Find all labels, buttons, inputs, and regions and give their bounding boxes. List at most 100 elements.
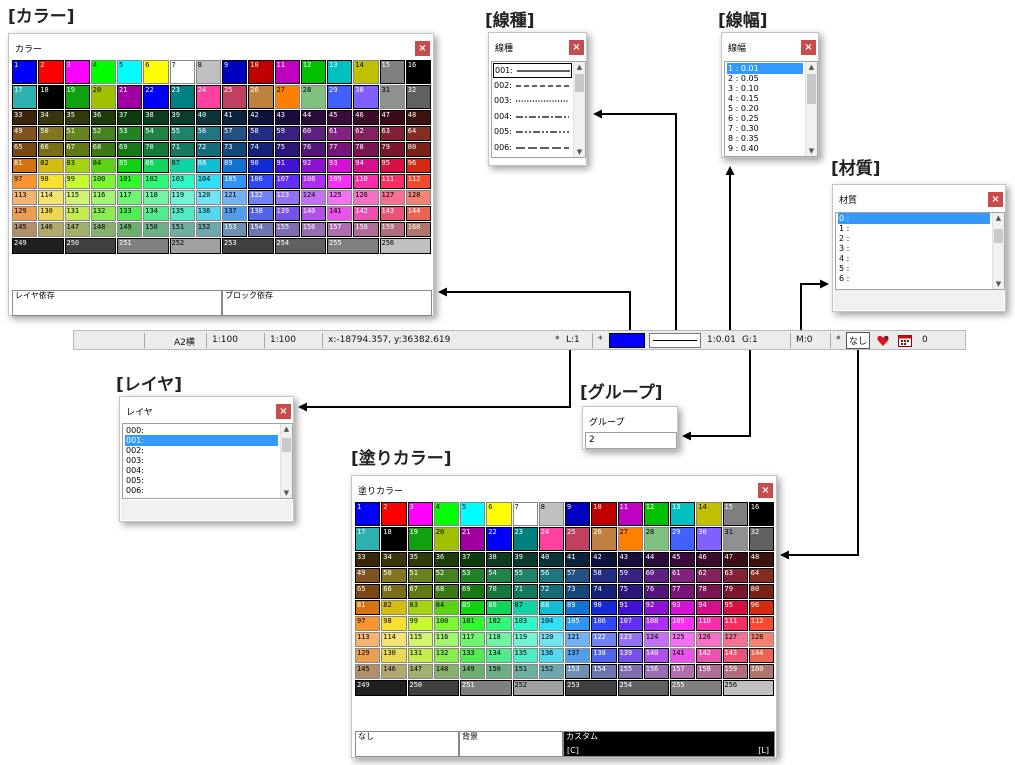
palette-color-swatch[interactable]: 11 xyxy=(274,60,300,84)
layer-list-item[interactable]: 004: xyxy=(126,466,144,475)
palette-color-swatch[interactable]: 58 xyxy=(248,126,274,141)
palette-color-swatch[interactable]: 23 xyxy=(169,85,195,109)
palette-color-swatch[interactable]: 99 xyxy=(64,174,90,189)
fill-color-swatch[interactable]: 103 xyxy=(512,616,538,631)
palette-color-swatch[interactable]: 144 xyxy=(405,206,431,221)
fill-background-option[interactable]: 背景 xyxy=(459,731,563,757)
palette-color-swatch[interactable]: 74 xyxy=(248,142,274,157)
palette-color-swatch[interactable]: 151 xyxy=(169,222,195,237)
palette-color-swatch[interactable]: 8 xyxy=(195,60,221,84)
linewidth-scrollbar[interactable]: ▲ ▼ xyxy=(805,62,817,156)
palette-color-swatch[interactable]: 110 xyxy=(353,174,379,189)
palette-color-swatch[interactable]: 47 xyxy=(379,110,405,125)
fill-color-swatch[interactable]: 73 xyxy=(565,584,591,599)
linewidth-list-item[interactable]: 2 : 0.05 xyxy=(728,74,759,83)
fill-color-swatch[interactable]: 6 xyxy=(486,502,512,526)
palette-color-swatch[interactable]: 126 xyxy=(353,190,379,205)
palette-color-swatch[interactable]: 104 xyxy=(195,174,221,189)
palette-color-swatch[interactable]: 78 xyxy=(353,142,379,157)
palette-color-swatch[interactable]: 44 xyxy=(300,110,326,125)
palette-color-swatch[interactable]: 72 xyxy=(195,142,221,157)
fill-color-swatch[interactable]: 46 xyxy=(696,552,722,567)
palette-color-swatch[interactable]: 136 xyxy=(195,206,221,221)
fill-color-swatch[interactable]: 116 xyxy=(433,632,459,647)
palette-color-swatch[interactable]: 132 xyxy=(90,206,116,221)
fill-color-swatch[interactable]: 90 xyxy=(591,600,617,615)
palette-color-swatch[interactable]: 38 xyxy=(143,110,169,125)
linewidth-list-item[interactable]: 7 : 0.30 xyxy=(728,124,759,133)
palette-gray-swatch[interactable]: 252 xyxy=(169,238,221,254)
fill-color-swatch[interactable]: 54 xyxy=(486,568,512,583)
layer-list[interactable]: ▲ ▼ 000:001:002:003:004:005:006: xyxy=(122,423,293,499)
fill-color-swatch[interactable]: 15 xyxy=(722,502,748,526)
palette-color-swatch[interactable]: 62 xyxy=(353,126,379,141)
fill-color-swatch[interactable]: 75 xyxy=(617,584,643,599)
fill-color-swatch[interactable]: 69 xyxy=(460,584,486,599)
palette-color-swatch[interactable]: 125 xyxy=(327,190,353,205)
linetype-list-item[interactable]: 005: xyxy=(493,125,572,140)
palette-color-swatch[interactable]: 160 xyxy=(405,222,431,237)
palette-color-swatch[interactable]: 65 xyxy=(12,142,38,157)
palette-color-swatch[interactable]: 54 xyxy=(143,126,169,141)
palette-color-swatch[interactable]: 41 xyxy=(222,110,248,125)
fill-color-swatch[interactable]: 135 xyxy=(512,648,538,663)
linewidth-indicator[interactable]: 1:0.01 xyxy=(707,335,736,345)
palette-color-swatch[interactable]: 45 xyxy=(327,110,353,125)
palette-color-swatch[interactable]: 43 xyxy=(274,110,300,125)
fill-color-swatch[interactable]: 65 xyxy=(355,584,381,599)
group-input[interactable]: 2 xyxy=(585,432,677,449)
palette-color-swatch[interactable]: 18 xyxy=(38,85,64,109)
palette-color-swatch[interactable]: 83 xyxy=(64,158,90,173)
material-list-item[interactable]: 0 : xyxy=(838,213,990,224)
palette-color-swatch[interactable]: 147 xyxy=(64,222,90,237)
palette-color-swatch[interactable]: 93 xyxy=(327,158,353,173)
palette-gray-swatch[interactable]: 251 xyxy=(117,238,169,254)
fill-color-swatch[interactable]: 160 xyxy=(748,664,774,679)
fill-gray-swatch[interactable]: 252 xyxy=(512,680,564,696)
palette-color-swatch[interactable]: 4 xyxy=(90,60,116,84)
fill-color-swatch[interactable]: 150 xyxy=(486,664,512,679)
palette-color-swatch[interactable]: 106 xyxy=(248,174,274,189)
fill-color-swatch[interactable]: 118 xyxy=(486,632,512,647)
fill-color-swatch[interactable]: 115 xyxy=(407,632,433,647)
palette-color-swatch[interactable]: 143 xyxy=(379,206,405,221)
palette-color-swatch[interactable]: 152 xyxy=(195,222,221,237)
fill-color-swatch[interactable]: 43 xyxy=(617,552,643,567)
layer-list-item[interactable]: 001: xyxy=(125,435,278,446)
palette-color-swatch[interactable]: 145 xyxy=(12,222,38,237)
fill-color-swatch[interactable]: 18 xyxy=(381,527,407,551)
palette-color-swatch[interactable]: 159 xyxy=(379,222,405,237)
linetype-preview[interactable] xyxy=(649,333,701,348)
palette-color-swatch[interactable]: 97 xyxy=(12,174,38,189)
palette-color-swatch[interactable]: 48 xyxy=(405,110,431,125)
palette-color-swatch[interactable]: 51 xyxy=(64,126,90,141)
palette-color-swatch[interactable]: 128 xyxy=(405,190,431,205)
linewidth-list-item[interactable]: 6 : 0.25 xyxy=(728,114,759,123)
palette-color-swatch[interactable]: 77 xyxy=(327,142,353,157)
fill-color-swatch[interactable]: 124 xyxy=(643,632,669,647)
palette-color-swatch[interactable]: 73 xyxy=(222,142,248,157)
palette-color-swatch[interactable]: 118 xyxy=(143,190,169,205)
fill-color-swatch[interactable]: 25 xyxy=(565,527,591,551)
palette-color-swatch[interactable]: 82 xyxy=(38,158,64,173)
fill-color-swatch[interactable]: 48 xyxy=(748,552,774,567)
fill-color-swatch[interactable]: 30 xyxy=(696,527,722,551)
palette-color-swatch[interactable]: 30 xyxy=(353,85,379,109)
layer-list-item[interactable]: 005: xyxy=(126,476,144,485)
fill-color-swatch[interactable]: 31 xyxy=(722,527,748,551)
fill-color-swatch[interactable]: 11 xyxy=(617,502,643,526)
material-scrollbar[interactable]: ▲ ▼ xyxy=(992,213,1004,289)
palette-color-swatch[interactable]: 111 xyxy=(379,174,405,189)
material-list-item[interactable]: 6 : xyxy=(839,274,850,283)
fill-color-swatch[interactable]: 143 xyxy=(722,648,748,663)
palette-color-swatch[interactable]: 14 xyxy=(353,60,379,84)
linetype-list-item[interactable]: 002: xyxy=(493,79,572,94)
palette-color-swatch[interactable]: 5 xyxy=(117,60,143,84)
palette-color-swatch[interactable]: 102 xyxy=(143,174,169,189)
fill-color-swatch[interactable]: 159 xyxy=(722,664,748,679)
linetype-list-item[interactable]: 003: xyxy=(493,94,572,109)
palette-color-swatch[interactable]: 135 xyxy=(169,206,195,221)
fill-color-swatch[interactable]: 99 xyxy=(407,616,433,631)
fill-color-swatch[interactable]: 13 xyxy=(670,502,696,526)
fill-color-swatch[interactable]: 83 xyxy=(407,600,433,615)
